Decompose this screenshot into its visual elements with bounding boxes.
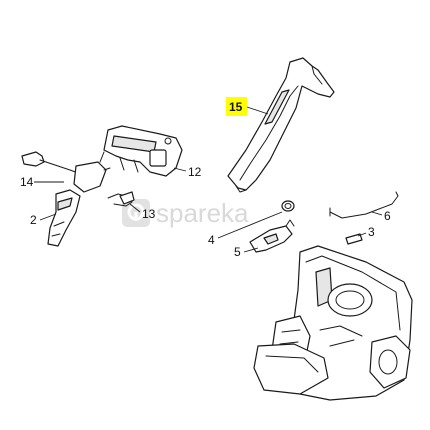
callout-3-label: 3 (368, 225, 375, 239)
watermark-logo-mark (127, 203, 145, 221)
callout-6-label: 6 (384, 209, 391, 223)
callout-15-leader (246, 106, 269, 115)
part-14-throttle-rod[interactable] (21, 151, 111, 193)
part-6-wire-rod[interactable] (329, 191, 399, 219)
watermark-text: spareka (156, 198, 249, 228)
callout-4-leader (217, 211, 283, 239)
callout-15-highlight (226, 97, 247, 116)
callout-6-leader (371, 211, 383, 216)
callout-5-leader (243, 247, 259, 253)
callout-3-leader (357, 232, 367, 237)
engine-housing (253, 245, 413, 401)
callout-12-leader (173, 167, 187, 172)
callout-2-label: 2 (30, 213, 37, 227)
part-12-switch-housing[interactable] (103, 125, 183, 177)
callout-13-leader (129, 203, 141, 213)
part-3-pin[interactable] (345, 233, 363, 245)
part-15-handle-cover[interactable] (227, 57, 335, 193)
part-13-spring-clip[interactable] (107, 191, 135, 207)
callout-12-label: 12 (188, 165, 202, 179)
callout-15-label: 15 (229, 100, 243, 114)
part-5-lever[interactable] (249, 219, 295, 253)
part-2-throttle-trigger[interactable] (47, 189, 81, 247)
callout-13-label: 13 (142, 207, 156, 221)
part-4-o-ring[interactable] (281, 200, 295, 212)
callout-14-label: 14 (20, 175, 34, 189)
watermark: spareka (122, 198, 249, 228)
callout-4-label: 4 (208, 233, 215, 247)
callout-5-label: 5 (234, 245, 241, 259)
callout-2-leader (39, 213, 57, 221)
